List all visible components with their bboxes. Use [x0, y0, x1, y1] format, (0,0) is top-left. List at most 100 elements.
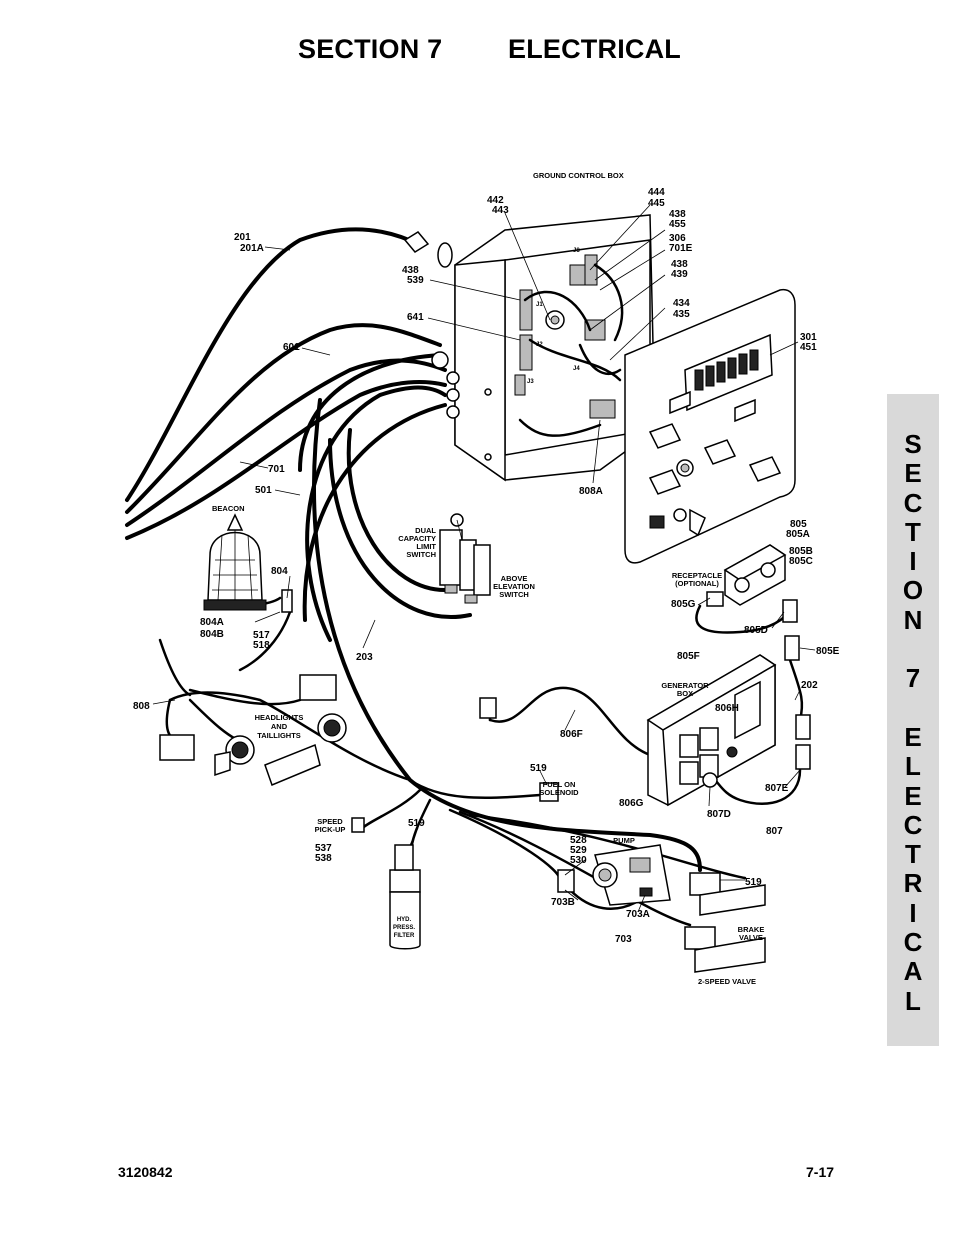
callout-805: 805 [790, 519, 807, 530]
side-tab-letter: I [909, 546, 917, 577]
callout-201: 201 [234, 232, 251, 243]
pump [592, 844, 671, 906]
control-box-door [624, 288, 796, 564]
callout-703b: 703B [551, 897, 575, 908]
component-labels: GROUND CONTROL BOX BEACON DUAL CAPACITY … [212, 171, 764, 986]
side-tab-letter: 7 [905, 663, 921, 694]
document-number: 3120842 [118, 1164, 173, 1180]
hydraulic-filter [389, 844, 421, 950]
callout-439: 439 [671, 269, 688, 280]
callout-501: 501 [255, 485, 272, 496]
side-tab-letter: E [904, 458, 922, 489]
callout-804: 804 [271, 566, 288, 577]
callout-438-c: 438 [671, 259, 688, 270]
speed-pickup-label-1: SPEED [317, 817, 343, 826]
pump-label: PUMP [613, 836, 635, 845]
dual-limit-label-4: SWITCH [406, 550, 436, 559]
beacon-label: BEACON [212, 504, 245, 513]
section-title: ELECTRICAL [508, 34, 681, 64]
headlights-label-3: TAILLIGHTS [257, 731, 301, 740]
page-number: 7-17 [806, 1164, 835, 1180]
fuel-solenoid-label-2: SOLENOID [539, 788, 579, 797]
callout-451: 451 [800, 342, 817, 353]
callout-805g: 805G [671, 599, 696, 610]
side-tab-letter: E [904, 780, 922, 811]
headlights-label-2: AND [271, 722, 288, 731]
side-tab-letter: O [902, 575, 924, 606]
callout-443: 443 [492, 205, 509, 216]
callout-805d: 805D [744, 625, 768, 636]
side-tab-letter: T [905, 839, 921, 870]
callout-519-filter: 519 [408, 818, 425, 829]
callout-529: 529 [570, 845, 587, 856]
two-speed-valve-label: 2-SPEED VALVE [698, 977, 756, 986]
callout-435: 435 [673, 309, 690, 320]
callout-518: 518 [253, 640, 270, 651]
receptacle-label-2: (OPTIONAL) [675, 579, 719, 588]
callout-807d: 807D [707, 809, 731, 820]
connector-j4: J4 [573, 366, 580, 372]
generator-box [646, 654, 777, 807]
callout-808a: 808A [579, 486, 603, 497]
connector-j8: J8 [573, 248, 580, 254]
side-tab-letter: T [905, 516, 921, 547]
side-tab-letter: C [903, 487, 923, 518]
above-elevation-label-2: ELEVATION [493, 582, 535, 591]
dual-limit-label-2: CAPACITY [398, 534, 436, 543]
speed-pickup-label-2: PICK-UP [315, 825, 346, 834]
callout-445: 445 [648, 198, 665, 209]
callout-438-a: 438 [669, 209, 686, 220]
callout-703: 703 [615, 934, 632, 945]
side-tab-letter: C [903, 809, 923, 840]
callout-701: 701 [268, 464, 285, 475]
callout-434: 434 [673, 298, 690, 309]
dual-limit-label-1: DUAL [415, 526, 436, 535]
callout-701e: 701E [669, 243, 693, 254]
callout-537: 537 [315, 843, 332, 854]
callout-539: 539 [407, 275, 424, 286]
side-tab-letter: R [903, 868, 923, 899]
generator-box-label-2: BOX [677, 689, 693, 698]
above-elevation-label-1: ABOVE [501, 574, 528, 583]
filter-label-3: FILTER [394, 933, 415, 939]
callout-538: 538 [315, 853, 332, 864]
headlights-taillights [159, 674, 347, 786]
callout-444: 444 [648, 187, 665, 198]
callout-804b: 804B [200, 629, 224, 640]
side-tab-letter: C [903, 927, 923, 958]
section-header: SECTION 7 ELECTRICAL [298, 34, 681, 65]
callout-455: 455 [669, 219, 686, 230]
brake-valve-label-1: BRAKE [738, 925, 765, 934]
above-elevation-label-3: SWITCH [499, 590, 529, 599]
leader-lines [152, 204, 816, 913]
callout-805c: 805C [789, 556, 813, 567]
ground-control-box [403, 214, 656, 482]
callout-805f: 805F [677, 651, 700, 662]
callout-807e: 807E [765, 783, 789, 794]
receptacle-label-1: RECEPTACLE [672, 571, 722, 580]
callout-530: 530 [570, 855, 587, 866]
callout-306: 306 [669, 233, 686, 244]
callout-517: 517 [253, 630, 270, 641]
side-tab-letter: S [904, 429, 922, 459]
headlights-label-1: HEADLIGHTS [255, 713, 304, 722]
callout-703a: 703A [626, 909, 650, 920]
callout-804a: 804A [200, 617, 224, 628]
brake-valve-label-2: VALVE [739, 933, 763, 942]
side-tab-letter: A [903, 956, 923, 987]
dual-limit-label-3: LIMIT [416, 542, 436, 551]
limit-switches [439, 513, 491, 604]
main-harness [125, 227, 804, 927]
callout-201a: 201A [240, 243, 264, 254]
callout-301: 301 [800, 332, 817, 343]
small-sensors [281, 589, 575, 893]
callout-805b: 805B [789, 546, 813, 557]
receptacle [706, 544, 787, 607]
section-number: SECTION 7 [298, 34, 443, 64]
callout-805a: 805A [786, 529, 810, 540]
callout-203: 203 [356, 652, 373, 663]
callout-202: 202 [801, 680, 818, 691]
